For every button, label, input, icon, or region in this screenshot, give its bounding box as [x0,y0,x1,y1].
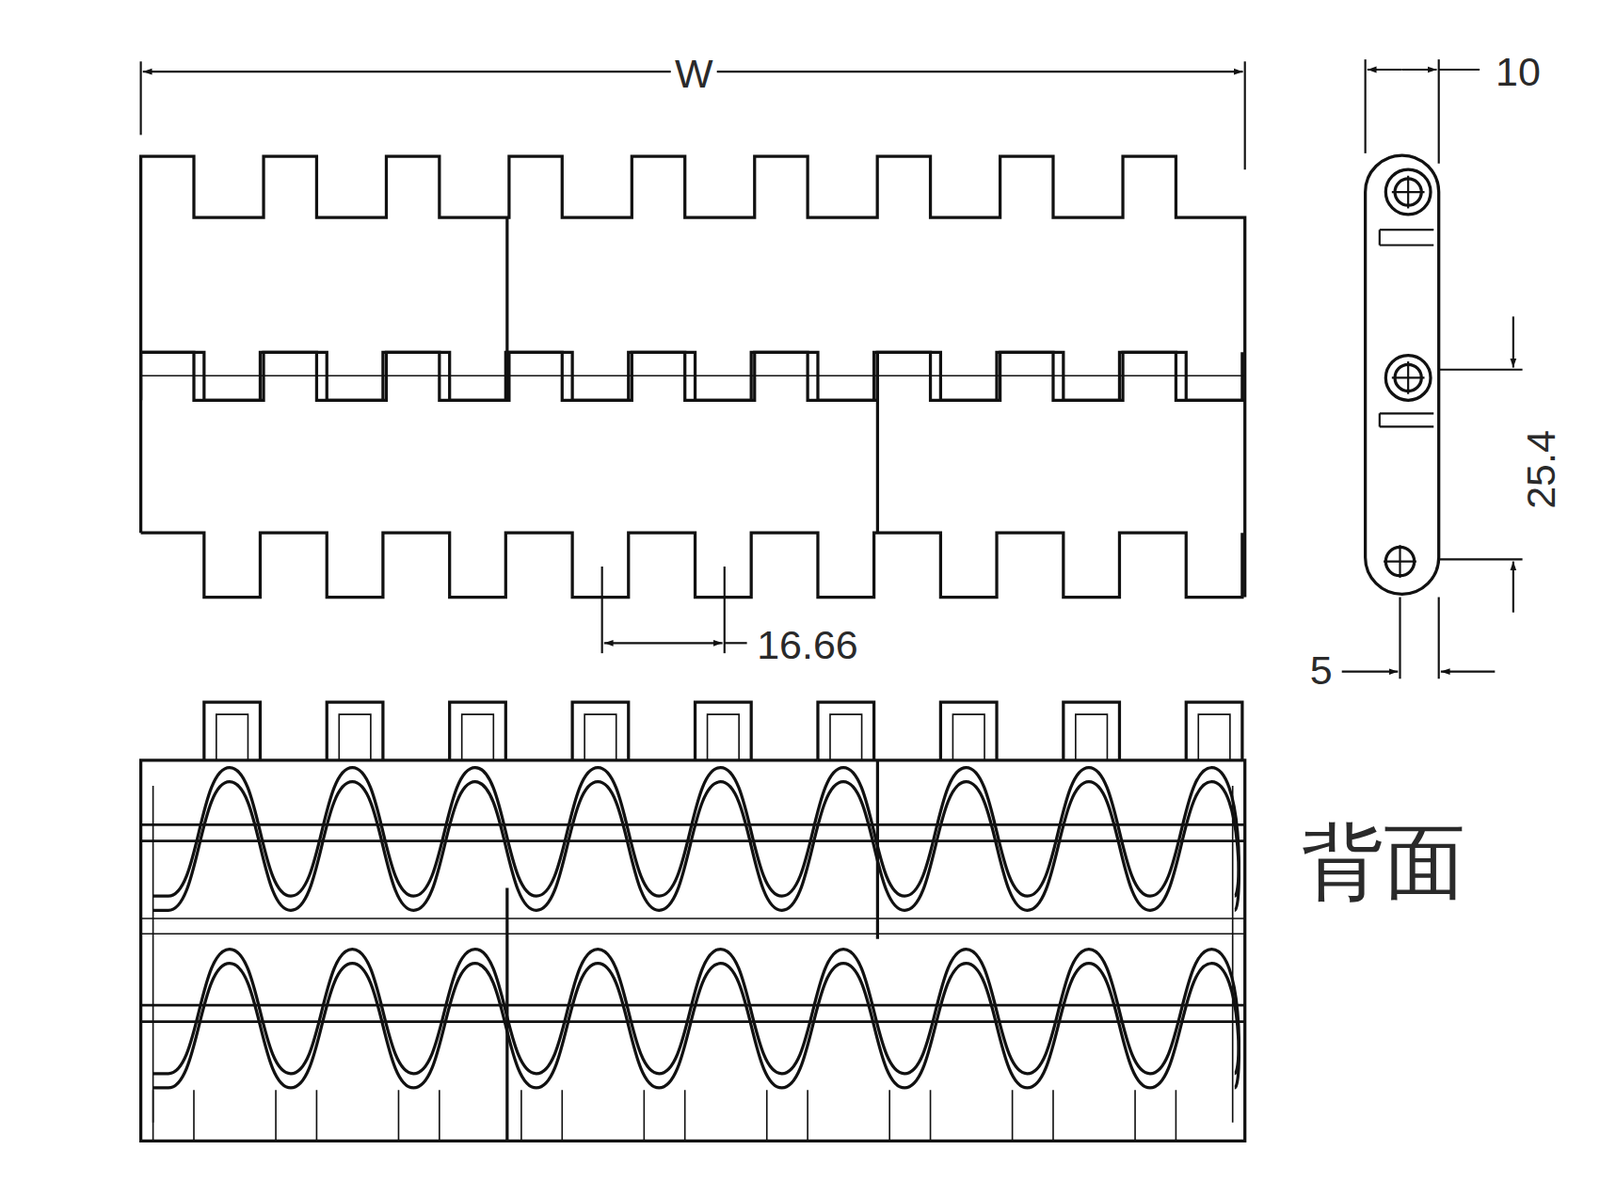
back-tab-inner [1075,714,1108,761]
extension-line [1438,59,1440,164]
back-tab [940,702,997,761]
extension-line [1439,368,1523,371]
back-tab-inner [275,1089,317,1141]
back-tab [204,702,261,761]
back-tab-inner [707,714,740,761]
back-wave [153,963,1240,1088]
dimension-line [724,641,748,644]
belt-top-edge [141,156,1246,597]
pin-hole [1385,355,1431,401]
dimension-label: 16.66 [752,624,863,666]
dimension-line [1439,68,1480,71]
back-tab-inner [584,714,617,761]
module-joint [876,352,880,533]
back-tab [695,702,752,761]
belt-geometry [141,156,1246,1141]
dimension-line [1512,316,1515,368]
dimension-line [1367,68,1403,71]
back-tab [817,702,875,761]
back-bar [141,1005,1246,1022]
back-tab-inner [830,714,863,761]
dimension-line [1402,68,1438,71]
back-tab-inner [1135,1089,1176,1141]
back-bar [141,918,1246,934]
back-wave [153,768,1240,897]
extension-line [140,61,143,135]
extension-line [1364,59,1367,154]
back-tab-inner [216,714,249,761]
side-dimensions [1342,59,1523,679]
back-tab-inner [952,714,985,761]
module-joint [505,887,509,1141]
view-caption: 背面 [1297,821,1470,904]
back-tab-inner [338,714,371,761]
side-profile [1365,155,1440,594]
back-tab [449,702,507,761]
dimension-label: 10 [1491,50,1545,92]
dimension-label: 5 [1306,650,1337,691]
back-tab-inner [767,1089,808,1141]
back-tab-inner [1198,714,1231,761]
back-wave [153,949,1240,1074]
back-outline [141,760,1246,1141]
dimension-line [1440,671,1495,673]
back-edge [153,785,1233,1123]
back-tab-inner [889,1089,930,1141]
hinge-rod [141,374,1246,377]
back-tab-inner [1012,1089,1054,1141]
back-tab [1185,702,1243,761]
back-tab [326,702,384,761]
pitch-dimension [602,566,748,654]
back-wave [153,782,1240,912]
back-tab-inner [153,1089,194,1141]
extension-line [601,566,604,654]
module-joint [876,760,880,940]
dimension-label: 25.4 [1520,426,1562,513]
pin-hole [1385,169,1431,215]
extension-line [723,566,726,654]
dimension-label: W [671,53,718,95]
belt-bottom-edge [141,532,1243,597]
extension-line [1398,597,1401,680]
back-tab-inner [398,1089,439,1141]
back-tab [572,702,629,761]
back-tab-inner [521,1089,562,1141]
hinge-teeth [141,352,1246,400]
back-tab-inner [643,1089,685,1141]
dimension-line [604,641,723,644]
back-bar [141,824,1246,841]
dimension-line [1512,561,1515,613]
extension-line [1438,597,1440,680]
side-view [1365,155,1440,594]
module-joint [505,217,509,400]
extension-line [1244,61,1247,170]
extension-line [1439,558,1523,560]
back-tab [1063,702,1120,761]
dimension-line [1342,671,1399,673]
back-tab-inner [462,714,495,761]
